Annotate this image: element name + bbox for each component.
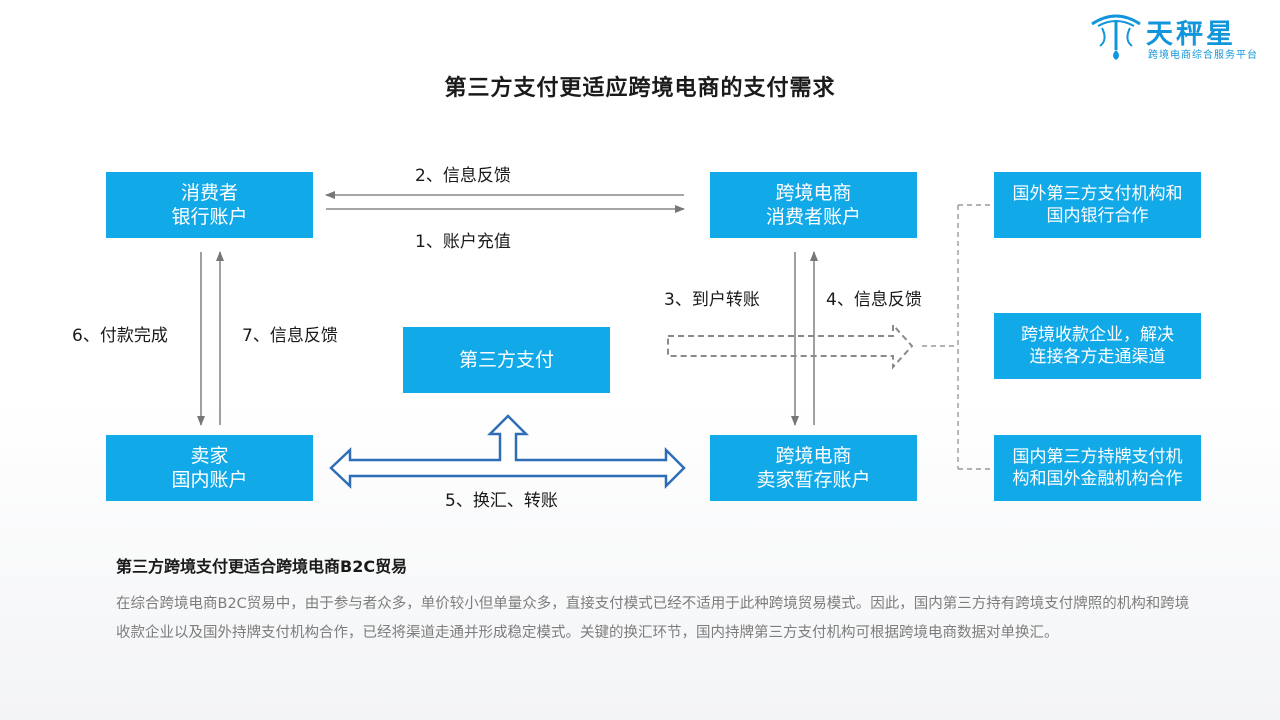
brand-tagline: 跨境电商综合服务平台 [1148,50,1258,61]
node-line: 银行账户 [171,206,248,228]
node-third-party-payment: 第三方支付 [403,327,610,393]
side-box-line: 构和国外金融机构合作 [1012,469,1183,489]
side-box-line: 国内银行合作 [1046,206,1149,226]
side-box-line: 国内第三方持牌支付机 [1012,447,1183,467]
node-seller-domestic-account: 卖家 国内账户 [106,435,313,501]
node-ecom-seller-escrow-account: 跨境电商 卖家暂存账户 [710,435,917,501]
node-line: 跨境电商 [775,182,852,204]
arrow-step5-exchange [329,414,686,490]
node-consumer-bank-account: 消费者 银行账户 [106,172,313,238]
side-box-collection-company: 跨境收款企业，解决 连接各方走通渠道 [994,313,1201,379]
node-line: 国内账户 [171,469,248,491]
side-box-line: 连接各方走通渠道 [1029,347,1166,367]
label-step1: 1、账户充值 [415,232,511,252]
section-body: 在综合跨境电商B2C贸易中，由于参与者众多，单价较小但单量众多，直接支付模式已经… [116,596,1190,641]
node-line: 消费者账户 [765,206,861,228]
label-step6: 6、付款完成 [72,326,168,346]
side-box-line: 国外第三方支付机构和 [1012,184,1183,204]
brand-name: 天秤星 [1146,19,1236,50]
brand-logo: 天秤星 跨境电商综合服务平台 [1088,10,1268,62]
label-step5: 5、换汇、转账 [445,491,558,511]
page-title: 第三方支付更适应跨境电商的支付需求 [444,76,836,101]
label-step4: 4、信息反馈 [826,290,922,310]
dashed-hollow-arrow [667,322,914,370]
scale-logo-icon [1091,14,1141,60]
node-line: 卖家 [190,445,229,467]
node-line: 卖家暂存账户 [756,469,871,491]
node-line: 跨境电商 [775,445,852,467]
side-box-line: 跨境收款企业，解决 [1021,325,1174,345]
node-line: 第三方支付 [458,349,554,371]
label-step7: 7、信息反馈 [242,326,338,346]
side-box-domestic-licensed: 国内第三方持牌支付机 构和国外金融机构合作 [994,435,1201,501]
label-step2: 2、信息反馈 [415,166,511,186]
node-ecom-consumer-account: 跨境电商 消费者账户 [710,172,917,238]
node-line: 消费者 [180,182,238,204]
section-heading: 第三方跨境支付更适合跨境电商B2C贸易 [116,557,408,576]
side-box-foreign-third-party: 国外第三方支付机构和 国内银行合作 [994,172,1201,238]
label-step3: 3、到户转账 [664,290,760,310]
